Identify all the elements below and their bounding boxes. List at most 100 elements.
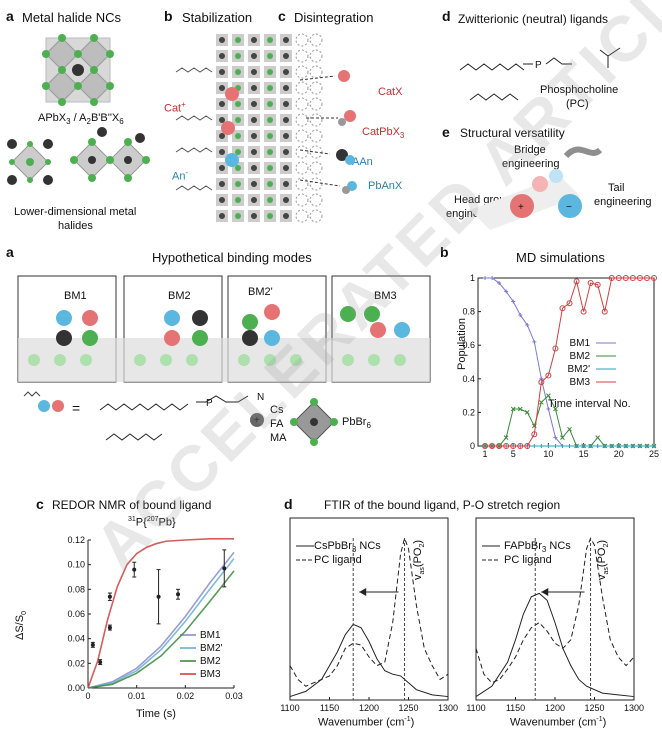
y-tick-label: 0.4 [462,374,475,384]
data-point [176,592,181,597]
md-point [545,372,552,379]
ftir-left-legend-1: CsPbBr3 NCs [314,540,381,555]
y-tick-label: 0.00 [67,683,85,693]
pc-name-1: Phosphocholine [540,84,619,96]
md-point [552,345,559,352]
md-point [532,339,537,344]
redor-curve [87,570,235,689]
lattice-atom [219,37,225,43]
lattice-vacancy [309,161,323,175]
lattice-atom [251,213,257,219]
lattice-atom [235,181,241,187]
md-point [580,308,587,315]
lattice-atom [235,53,241,59]
surface-halide [80,354,92,366]
md-point [546,407,551,412]
tail-label-2: engineering [594,196,652,208]
md-point [560,435,565,440]
ftir-curve [289,536,449,687]
md-point [615,275,622,281]
lattice-atom [235,197,241,203]
structural-versatility-diagram: + − [470,146,603,230]
mode-label-bm1: BM1 [64,290,87,302]
lattice-atom [251,53,257,59]
shift-arrowhead [541,588,549,596]
lattice-atom [219,197,225,203]
cation-symbol [250,413,264,427]
binding-ion [370,322,386,338]
ftir-right-annot: vas(PO2) [596,539,611,580]
nanocrystal-lattice [216,33,323,223]
md-point [595,435,601,440]
legend-equals: = [72,400,81,416]
binding-ion [56,330,72,346]
lattice-atom [267,213,273,219]
legend-label: BM3 [569,377,590,388]
y-tick-label: 0.12 [67,535,85,545]
lower-dim-label-1: Lower-dimensional metal [14,206,137,218]
an-ion [225,153,239,167]
shift-arrowhead [359,588,367,596]
ftir-right-legend-1: FAPbBr3 NCs [504,540,571,555]
lattice-vacancy [309,209,323,223]
lattice-atom [251,117,257,123]
y-tick-label: 0.08 [67,584,85,594]
binding-ion [242,330,258,346]
y-tick-label: 1 [470,273,475,283]
md-point [490,276,495,280]
surface-halide [394,354,406,366]
x-tick-label: 1100 [280,703,299,713]
surface-halide [160,354,172,366]
lattice-atom [235,37,241,43]
lattice-atom [235,149,241,155]
cation-fa: FA [270,418,284,430]
lattice-atom [251,85,257,91]
lattice-vacancy [295,49,309,63]
md-point [587,280,594,287]
ftir-curve [475,592,635,698]
md-point [629,275,636,281]
md-point [567,444,572,448]
lattice-atom [235,101,241,107]
lattice-vacancy [309,193,323,207]
redor-xlabel: Time (s) [136,708,176,720]
mode-label-bm3: BM3 [374,290,397,302]
panel-letter-bottom-d: d [284,496,293,512]
redor-curve [87,551,235,689]
ftir-right-xlabel: Wavenumber (cm-1) [510,716,607,729]
redor-curve [87,537,234,689]
panel-title-redor: REDOR NMR of bound ligand [52,498,212,512]
panel-letter-bottom-c: c [36,496,44,512]
binding-ion [164,310,180,326]
x-tick-label: 1200 [545,703,565,713]
phosphorus-atom: P [535,60,542,71]
x-tick-label: 0.01 [128,691,146,701]
lattice-atom [219,101,225,107]
panel-title-ftir: FTIR of the bound ligand, P-O stretch re… [324,498,561,512]
md-point [630,444,635,448]
lattice-atom [267,37,273,43]
lattice-atom [219,69,225,75]
lattice-atom [283,181,289,187]
md-ylabel: Population [456,318,468,370]
y-tick-label: 0.8 [462,307,475,317]
tail-label-1: Tail [608,182,625,194]
data-point [132,567,137,572]
y-tick-label: 0.6 [462,340,475,350]
redor-curve [87,558,235,689]
lattice-atom [219,85,225,91]
x-tick-label: 1300 [438,703,458,713]
md-point [574,444,579,448]
md-point [496,443,503,449]
lattice-atom [267,117,273,123]
lattice-vacancy [309,177,323,191]
x-tick-label: 1150 [506,703,525,713]
md-point [553,406,558,412]
lattice-vacancy [309,97,323,111]
redor-subtitle: 31P{207Pb} [128,516,176,529]
x-tick-label: 15 [579,449,589,459]
lattice-atom [251,165,257,171]
lattice-vacancy [295,97,309,111]
